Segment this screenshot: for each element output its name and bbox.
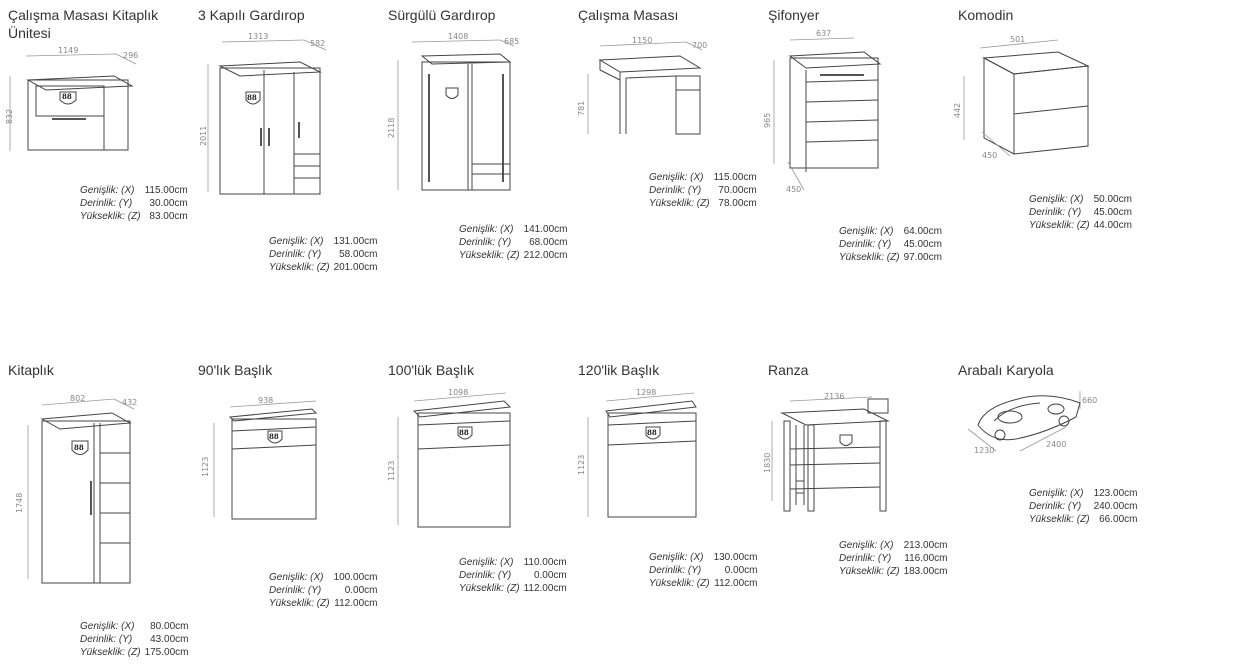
- dimension-table: Genişlik: (X)131.00cm Derinlik: (Y)58.00…: [269, 236, 378, 273]
- dimension-table: Genişlik: (X)100.00cm Derinlik: (Y)0.00c…: [269, 572, 378, 609]
- dimension-mark: 1298: [636, 388, 656, 397]
- car-bed-drawing: 1230 2400 660: [960, 381, 1097, 461]
- dresser-drawing: 637 450 965: [763, 26, 898, 201]
- product-title: 3 Kapılı Gardırop: [198, 7, 305, 23]
- logo-badge: 88: [269, 432, 279, 441]
- desk-shelf-unit-drawing: 88 1149 296 832: [5, 46, 148, 158]
- logo-badge: 88: [62, 92, 72, 101]
- dimension-mark: 1830: [763, 453, 772, 473]
- product-title: Arabalı Karyola: [958, 362, 1054, 378]
- dimension-table: Genişlik: (X)141.00cm Derinlik: (Y)68.00…: [459, 224, 568, 261]
- product-title: Şifonyer: [768, 7, 820, 23]
- headboard-90-drawing: 88 938 1123: [201, 387, 336, 527]
- bookcase-drawing: 88 802 432 1748: [15, 383, 148, 593]
- dimension-mark: 2400: [1046, 440, 1066, 449]
- dimension-mark: 1748: [15, 493, 24, 513]
- dimension-mark: 965: [763, 113, 772, 128]
- dimension-mark: 685: [504, 37, 519, 46]
- logo-badge: 88: [459, 428, 469, 437]
- headboard-120-drawing: 88 1298 1123: [577, 381, 712, 521]
- product-title: Sürgülü Gardırop: [388, 7, 496, 23]
- dimension-mark: 660: [1082, 396, 1097, 405]
- dimension-table: Genişlik: (X)50.00cm Derinlik: (Y)45.00c…: [1029, 194, 1132, 231]
- dimension-mark: 2136: [824, 392, 844, 401]
- dimension-mark: 2011: [199, 126, 208, 146]
- dimension-mark: 781: [577, 101, 586, 116]
- dimension-table: Genişlik: (X)80.00cm Derinlik: (Y)43.00c…: [80, 621, 189, 658]
- dimension-mark: 582: [310, 39, 325, 48]
- product-title: Çalışma Masası: [578, 7, 679, 23]
- wardrobe-3-door-drawing: 88 1313 582 2011: [199, 32, 334, 206]
- dimension-mark: 1123: [201, 457, 210, 477]
- dimension-mark: 1123: [387, 461, 396, 481]
- desk-drawing: 1150 700 781: [577, 34, 712, 144]
- dimension-mark: 1123: [577, 455, 586, 475]
- dimension-table: Genişlik: (X)213.00cm Derinlik: (Y)116.0…: [839, 540, 948, 577]
- dimension-mark: 938: [258, 396, 273, 405]
- dimension-table: Genişlik: (X)64.00cm Derinlik: (Y)45.00c…: [839, 226, 942, 263]
- bunk-bed-drawing: 2136 1830: [763, 385, 898, 517]
- product-title: 100'lük Başlık: [388, 362, 474, 378]
- dimension-mark: 1408: [448, 32, 468, 41]
- dimension-mark: 1149: [58, 46, 78, 55]
- dimension-mark: 442: [953, 103, 962, 118]
- dimension-mark: 700: [692, 41, 707, 50]
- logo-badge: 88: [647, 428, 657, 437]
- dimension-mark: 450: [982, 151, 997, 160]
- nightstand-drawing: 501 450 442: [953, 28, 1098, 168]
- headboard-100-drawing: 88 1098 1123: [387, 381, 522, 531]
- product-title: 90'lık Başlık: [198, 362, 273, 378]
- product-title: Komodin: [958, 7, 1014, 23]
- dimension-mark: 450: [786, 185, 801, 194]
- logo-badge: 88: [74, 443, 84, 452]
- dimension-mark: 832: [5, 109, 14, 124]
- dimension-mark: 802: [70, 394, 85, 403]
- dimension-table: Genişlik: (X)115.00cm Derinlik: (Y)30.00…: [80, 185, 188, 222]
- dimension-mark: 1313: [248, 32, 268, 41]
- sliding-wardrobe-drawing: 1408 685 2118: [387, 32, 522, 200]
- product-title: Ranza: [768, 362, 809, 378]
- logo-badge: 88: [247, 93, 257, 102]
- dimension-table: Genişlik: (X)123.00cm Derinlik: (Y)240.0…: [1029, 488, 1138, 525]
- dimension-mark: 1150: [632, 36, 652, 45]
- product-title: Kitaplık: [8, 362, 54, 378]
- dimension-mark: 1098: [448, 388, 468, 397]
- dimension-mark: 501: [1010, 35, 1025, 44]
- dimension-mark: 1230: [974, 446, 994, 455]
- dimension-table: Genişlik: (X)115.00cm Derinlik: (Y)70.00…: [649, 172, 757, 209]
- dimension-mark: 637: [816, 29, 831, 38]
- product-title: 120'lik Başlık: [578, 362, 660, 378]
- dimension-mark: 432: [122, 398, 137, 407]
- dimension-table: Genişlik: (X)130.00cm Derinlik: (Y)0.00c…: [649, 552, 758, 589]
- product-title: Çalışma Masası Kitaplık Ünitesi: [8, 7, 159, 41]
- dimension-table: Genişlik: (X)110.00cm Derinlik: (Y)0.00c…: [459, 557, 567, 594]
- dimension-mark: 2118: [387, 118, 396, 138]
- dimension-mark: 296: [123, 51, 138, 60]
